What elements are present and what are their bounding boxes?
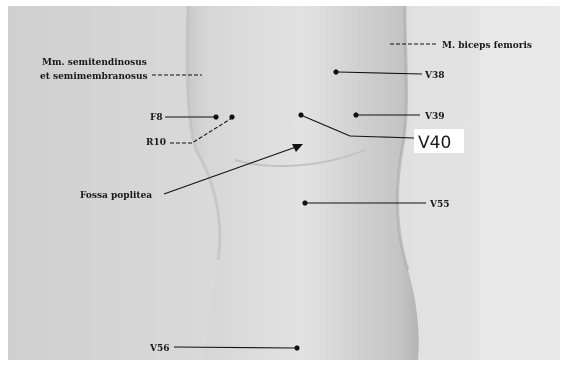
v56-point: [294, 345, 299, 350]
v55-point: [302, 200, 307, 205]
v39-label: V39: [424, 112, 445, 122]
r10-point: [229, 114, 234, 119]
f8-point: [213, 114, 218, 119]
v39-point: [353, 112, 358, 117]
v38-point: [333, 69, 338, 74]
v38-label: V38: [424, 71, 445, 81]
biceps-label: M. biceps femoris: [442, 41, 532, 51]
r10-label: R10: [146, 138, 166, 148]
v55-label: V55: [429, 200, 450, 210]
v40-point: [298, 112, 303, 117]
semi-label-line2: et semimembranosus: [40, 72, 148, 82]
semi-label-line1: Mm. semitendinosus: [42, 58, 147, 68]
leg-silhouette: [187, 6, 419, 360]
v40-label: V40: [418, 133, 451, 153]
f8-label: F8: [150, 113, 163, 123]
right-shade: [480, 6, 560, 360]
v56-label: V56: [149, 344, 170, 354]
fossa-label: Fossa poplitea: [80, 191, 152, 201]
